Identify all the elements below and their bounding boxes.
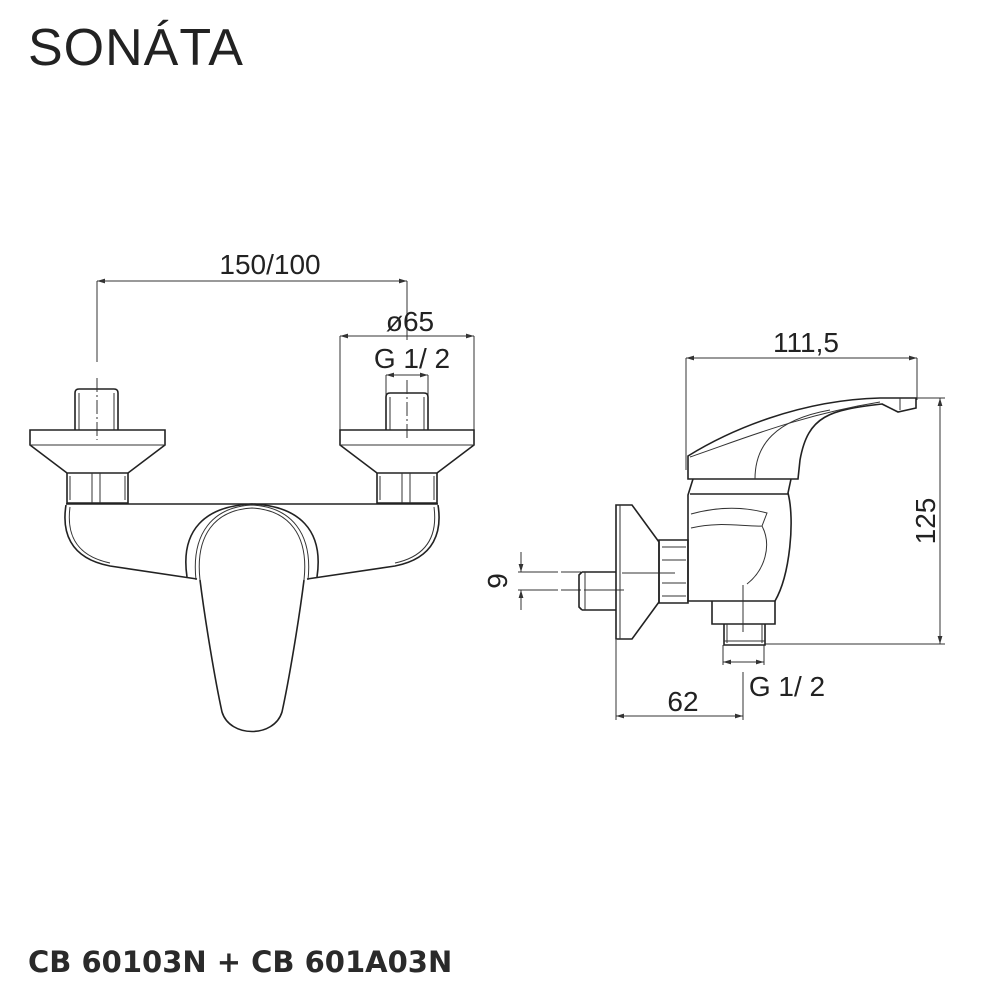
wall-to-outlet-label: 62: [667, 686, 698, 717]
wall-rosette: [615, 504, 675, 640]
mixer-body-side: [687, 478, 792, 646]
mixer-body-front: [64, 503, 440, 733]
dimension-rosette-diameter: ø65: [339, 306, 475, 430]
inlet-thread-label: G 1/ 2: [374, 343, 450, 374]
mixer-lever-side: [687, 397, 917, 480]
dimension-outlet-thread: G 1/ 2: [722, 645, 825, 702]
right-inlet-connector: [339, 380, 475, 504]
inlet-spacing-label: 150/100: [219, 249, 320, 280]
union-nut: [658, 539, 689, 604]
product-title: SONÁTA: [28, 19, 244, 77]
dimension-inlet-spacing: 150/100: [96, 249, 408, 362]
dimension-depth: 111,5: [685, 327, 918, 470]
depth-label: 111,5: [773, 327, 839, 358]
eccentric-connector: [578, 571, 616, 611]
dimension-height: 125: [765, 397, 945, 645]
eccentric-offset-label: 9: [482, 573, 513, 589]
left-inlet-connector: [29, 378, 166, 504]
dimension-eccentric-offset: 9: [482, 552, 625, 610]
dimension-wall-to-outlet: 62: [615, 640, 744, 720]
rosette-diameter-label: ø65: [386, 306, 434, 337]
front-view: 150/100 ø65 G 1/ 2: [29, 249, 475, 733]
product-codes: CB 60103N + CB 601A03N: [28, 945, 453, 979]
dimension-inlet-thread: G 1/ 2: [374, 343, 450, 396]
height-label: 125: [910, 498, 941, 545]
side-view: 111,5 125 9 62 G 1/ 2: [482, 327, 945, 720]
outlet-thread-label: G 1/ 2: [749, 671, 825, 702]
